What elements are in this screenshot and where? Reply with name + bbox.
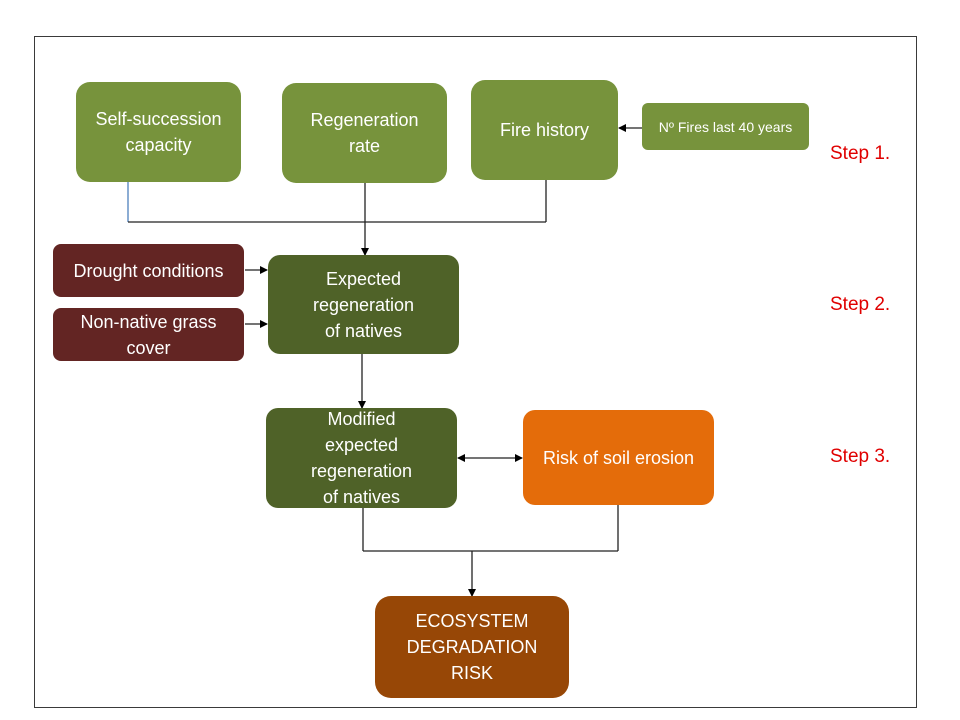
regeneration-rate-node: Regeneration rate — [282, 83, 447, 183]
step-2-label: Step 2. — [830, 294, 891, 315]
modified-expected-regeneration-node: Modified expected regeneration of native… — [266, 408, 457, 508]
risk-of-soil-erosion-node: Risk of soil erosion — [523, 410, 714, 505]
non-native-grass-cover-node: Non-native grass cover — [53, 308, 244, 361]
diagram-frame — [34, 36, 917, 708]
expected-regeneration-node: Expected regeneration of natives — [268, 255, 459, 354]
self-succession-capacity-node: Self-succession capacity — [76, 82, 241, 182]
step-3-label: Step 3. — [830, 446, 891, 467]
drought-conditions-node: Drought conditions — [53, 244, 244, 297]
fire-history-node: Fire history — [471, 80, 618, 180]
ecosystem-degradation-risk-node: ECOSYSTEM DEGRADATION RISK — [375, 596, 569, 698]
fires-last-40-years-node: Nº Fires last 40 years — [642, 103, 809, 150]
step-1-label: Step 1. — [830, 143, 891, 164]
